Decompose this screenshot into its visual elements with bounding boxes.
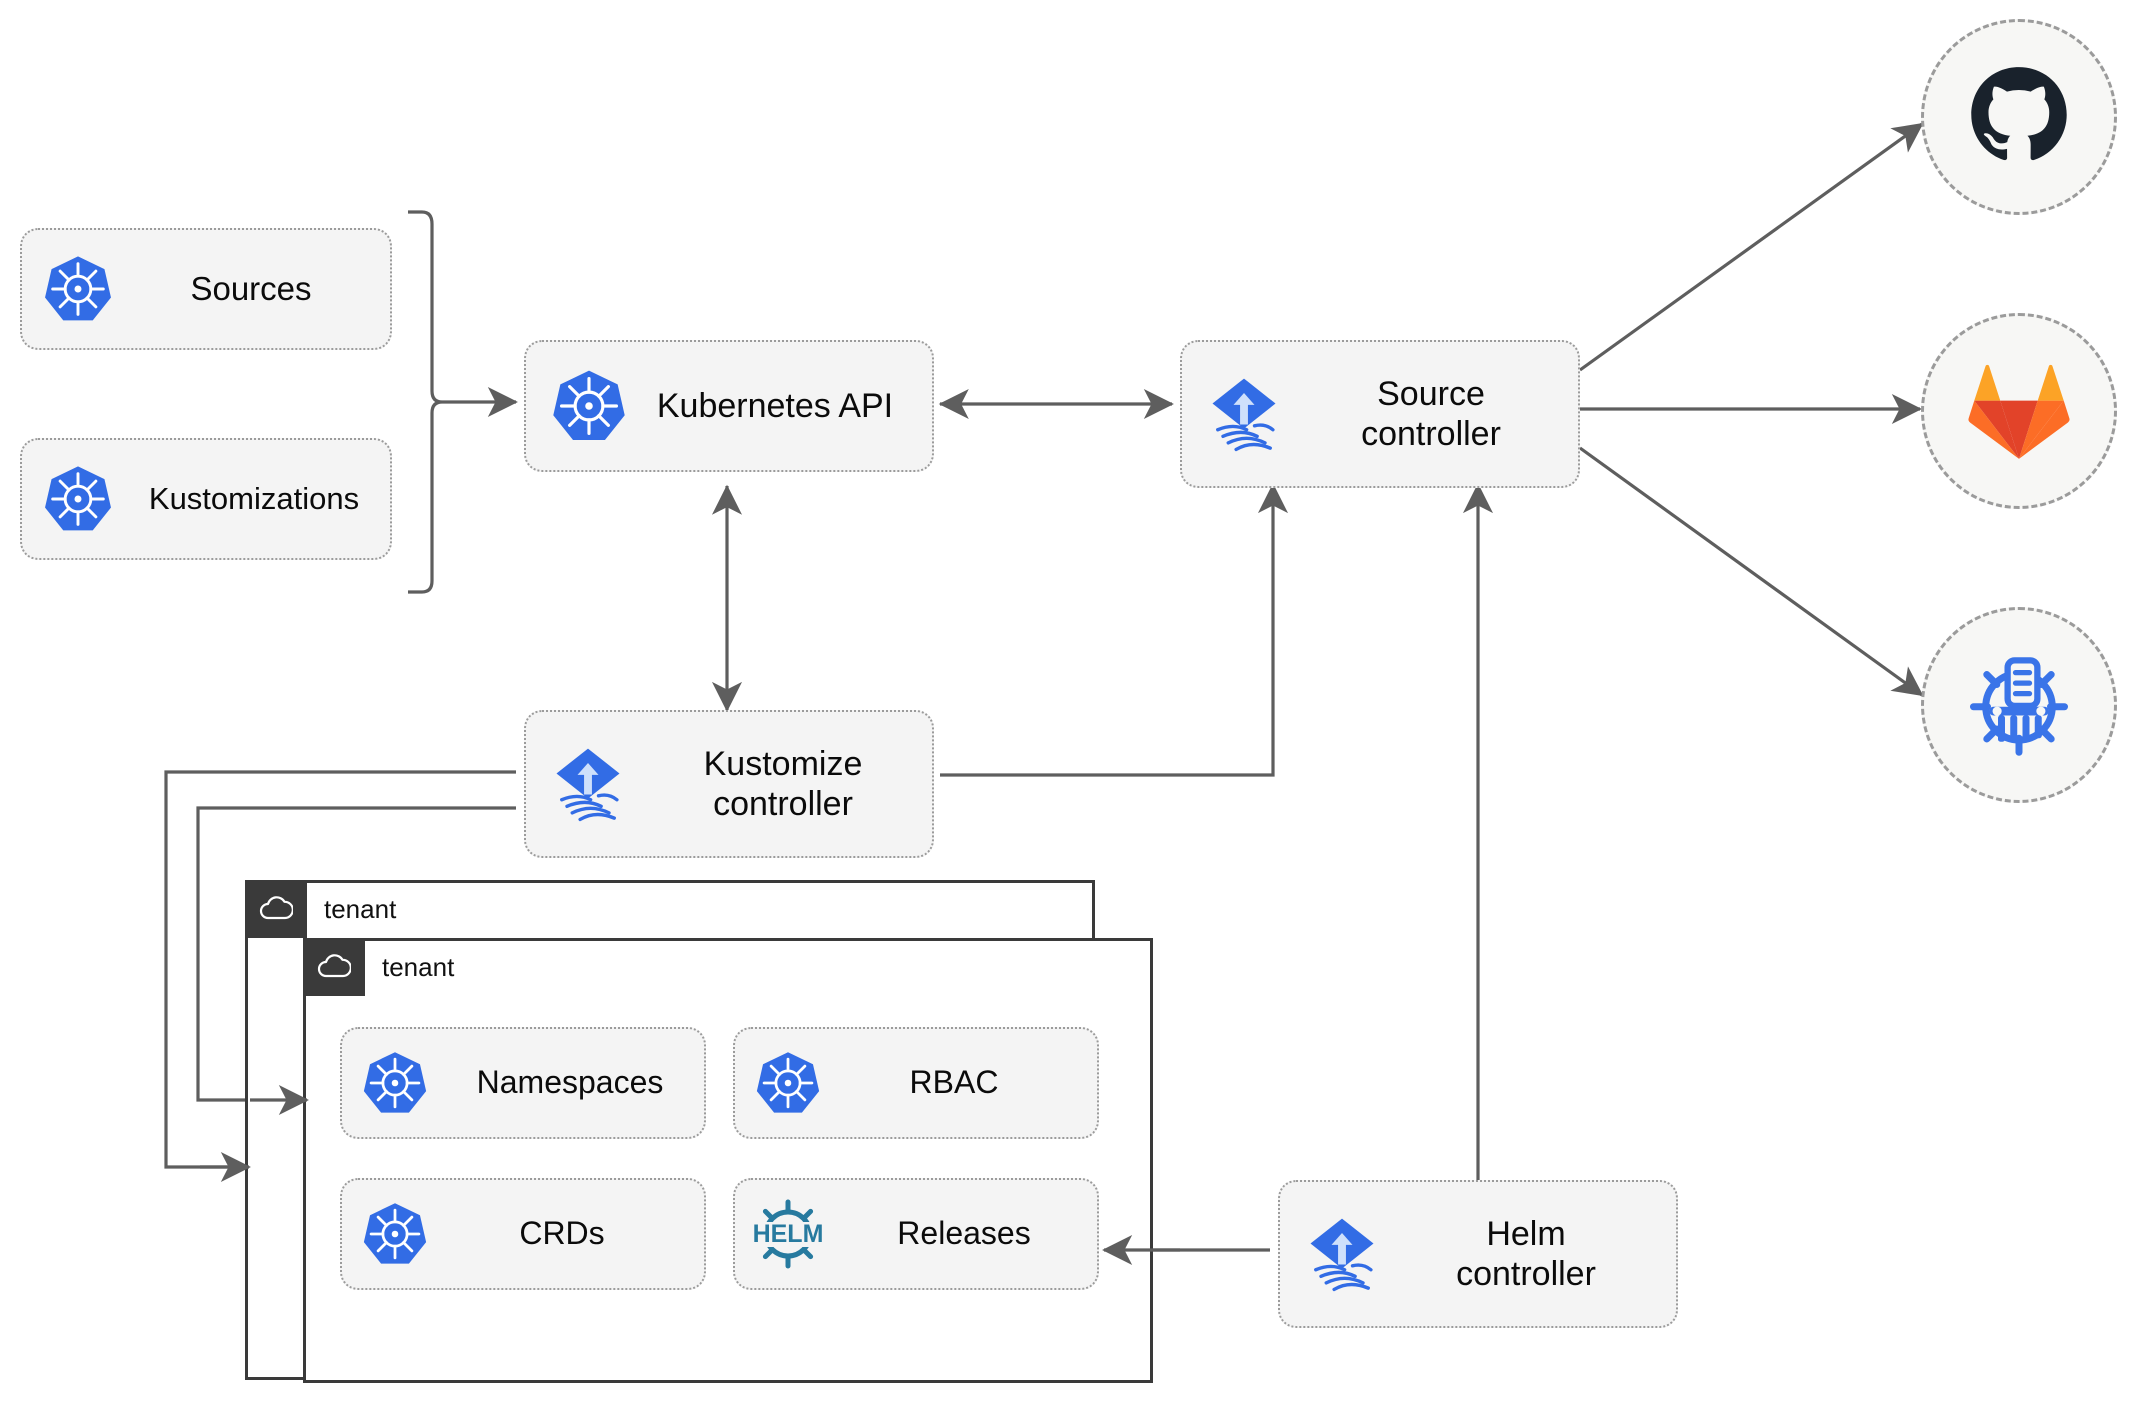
node-crds[interactable]: CRDs [340,1178,706,1290]
node-rbac-label: RBAC [909,1064,999,1101]
node-source-controller-label: Source controller [1361,374,1501,453]
tenant-front-tab [303,938,365,996]
resources-bracket [408,210,443,594]
node-releases-label: Releases [897,1215,1031,1252]
flux-icon [1280,1212,1404,1296]
node-namespaces-label: Namespaces [476,1064,664,1101]
kubernetes-icon [342,1200,448,1268]
node-rbac[interactable]: RBAC [733,1027,1099,1139]
wire-source-controller-to-helm-repository [1579,446,1924,697]
flux-icon [526,742,650,826]
kubernetes-icon [735,1049,841,1117]
node-kubernetes-api-label: Kubernetes API [656,386,894,425]
kubernetes-icon [526,367,638,445]
helm-repository-icon [1970,657,2068,756]
kubernetes-icon [342,1049,448,1117]
tenant-back-tab [245,880,307,938]
node-kustomize-controller-label: Kustomize controller [703,744,863,823]
kubernetes-icon [22,463,134,535]
provider-helm-repository[interactable] [1921,607,2117,803]
node-crds-label: CRDs [519,1215,605,1252]
node-kubernetes-api[interactable]: Kubernetes API [524,340,934,472]
node-namespaces[interactable]: Namespaces [340,1027,706,1139]
gitlab-icon [1968,364,2070,459]
node-kustomizations[interactable]: Kustomizations [20,438,392,560]
node-source-controller[interactable]: Source controller [1180,340,1580,488]
helm-icon: HELM [735,1196,841,1272]
node-helm-controller[interactable]: Helm controller [1278,1180,1678,1328]
cloud-icon [317,954,351,978]
provider-gitlab[interactable] [1921,313,2117,509]
node-sources-label: Sources [190,269,312,307]
node-helm-controller-label: Helm controller [1456,1214,1596,1293]
wire-source-controller-to-github [1579,122,1924,372]
github-icon [1971,67,2067,161]
node-kustomizations-label: Kustomizations [148,480,360,516]
node-releases[interactable]: HELM Releases [733,1178,1099,1290]
cloud-icon [259,896,293,920]
helm-logo-text: HELM [753,1220,824,1248]
wire-kustomize-controller-to-source-controller [940,483,1289,777]
node-sources[interactable]: Sources [20,228,392,350]
tenant-front-container[interactable]: tenant [303,938,1153,1383]
flux-icon [1182,372,1306,456]
provider-github[interactable] [1921,19,2117,215]
node-kustomize-controller[interactable]: Kustomize controller [524,710,934,858]
tenant-back-label: tenant [324,893,397,924]
kubernetes-icon [22,253,134,325]
tenant-front-label: tenant [382,951,455,982]
